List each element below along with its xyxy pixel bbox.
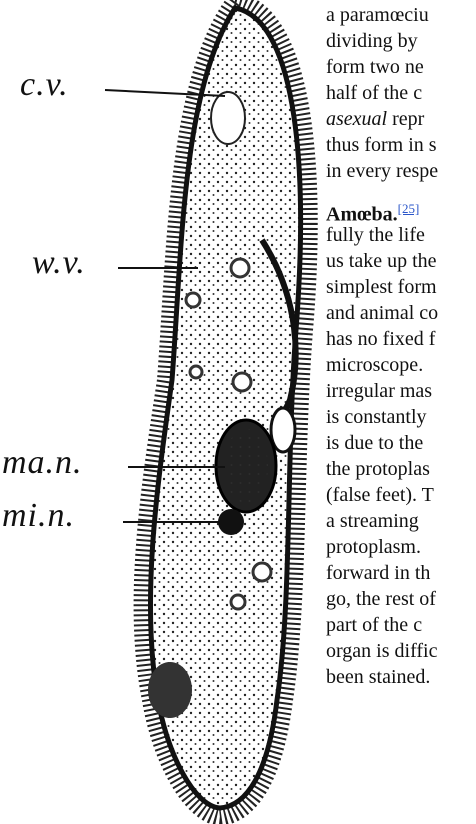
text-line: a streaming — [326, 508, 419, 534]
vacuole — [231, 259, 249, 277]
text-line: (false feet). T — [326, 482, 434, 508]
text-line: has no fixed f — [326, 326, 435, 352]
text-line: been stained. — [326, 664, 430, 690]
vacuole — [231, 595, 245, 609]
text-line: half of the c — [326, 80, 422, 106]
text-line: forward in th — [326, 560, 430, 586]
text-line: form two ne — [326, 54, 424, 80]
vacuole — [190, 366, 202, 378]
text-line: fully the life — [326, 222, 425, 248]
text-line: go, the rest of — [326, 586, 436, 612]
text-line: protoplasm. — [326, 534, 421, 560]
text-line: microscope. — [326, 352, 423, 378]
text-line: asexual repr — [326, 106, 424, 132]
label-contractile-vacuole: c.v. — [20, 66, 69, 104]
trichocyst-cluster — [148, 662, 192, 718]
text-line: and animal co — [326, 300, 438, 326]
text-line: organ is diffic — [326, 638, 437, 664]
text-line: irregular mas — [326, 378, 432, 404]
text-line: us take up the — [326, 248, 437, 274]
vacuole — [253, 563, 271, 581]
vacuole — [233, 373, 251, 391]
text-line: thus form in s — [326, 132, 437, 158]
text-line: simplest form — [326, 274, 437, 300]
gullet — [271, 408, 295, 452]
contractile-vacuole — [211, 92, 245, 144]
footnote-link[interactable]: [25] — [398, 201, 420, 216]
text-line: the protoplas — [326, 456, 430, 482]
italic-term: asexual — [326, 108, 387, 130]
label-water-vacuole: w.v. — [32, 244, 86, 282]
text-line: part of the c — [326, 612, 422, 638]
text-line: a paramœciu — [326, 2, 429, 28]
text-line: in every respe — [326, 158, 438, 184]
label-macronucleus: ma.n. — [2, 444, 83, 482]
text-line: dividing by — [326, 28, 418, 54]
label-micronucleus: mi.n. — [2, 497, 75, 535]
vacuole — [186, 293, 200, 307]
text-line: is constantly — [326, 404, 427, 430]
text-line: is due to the — [326, 430, 423, 456]
